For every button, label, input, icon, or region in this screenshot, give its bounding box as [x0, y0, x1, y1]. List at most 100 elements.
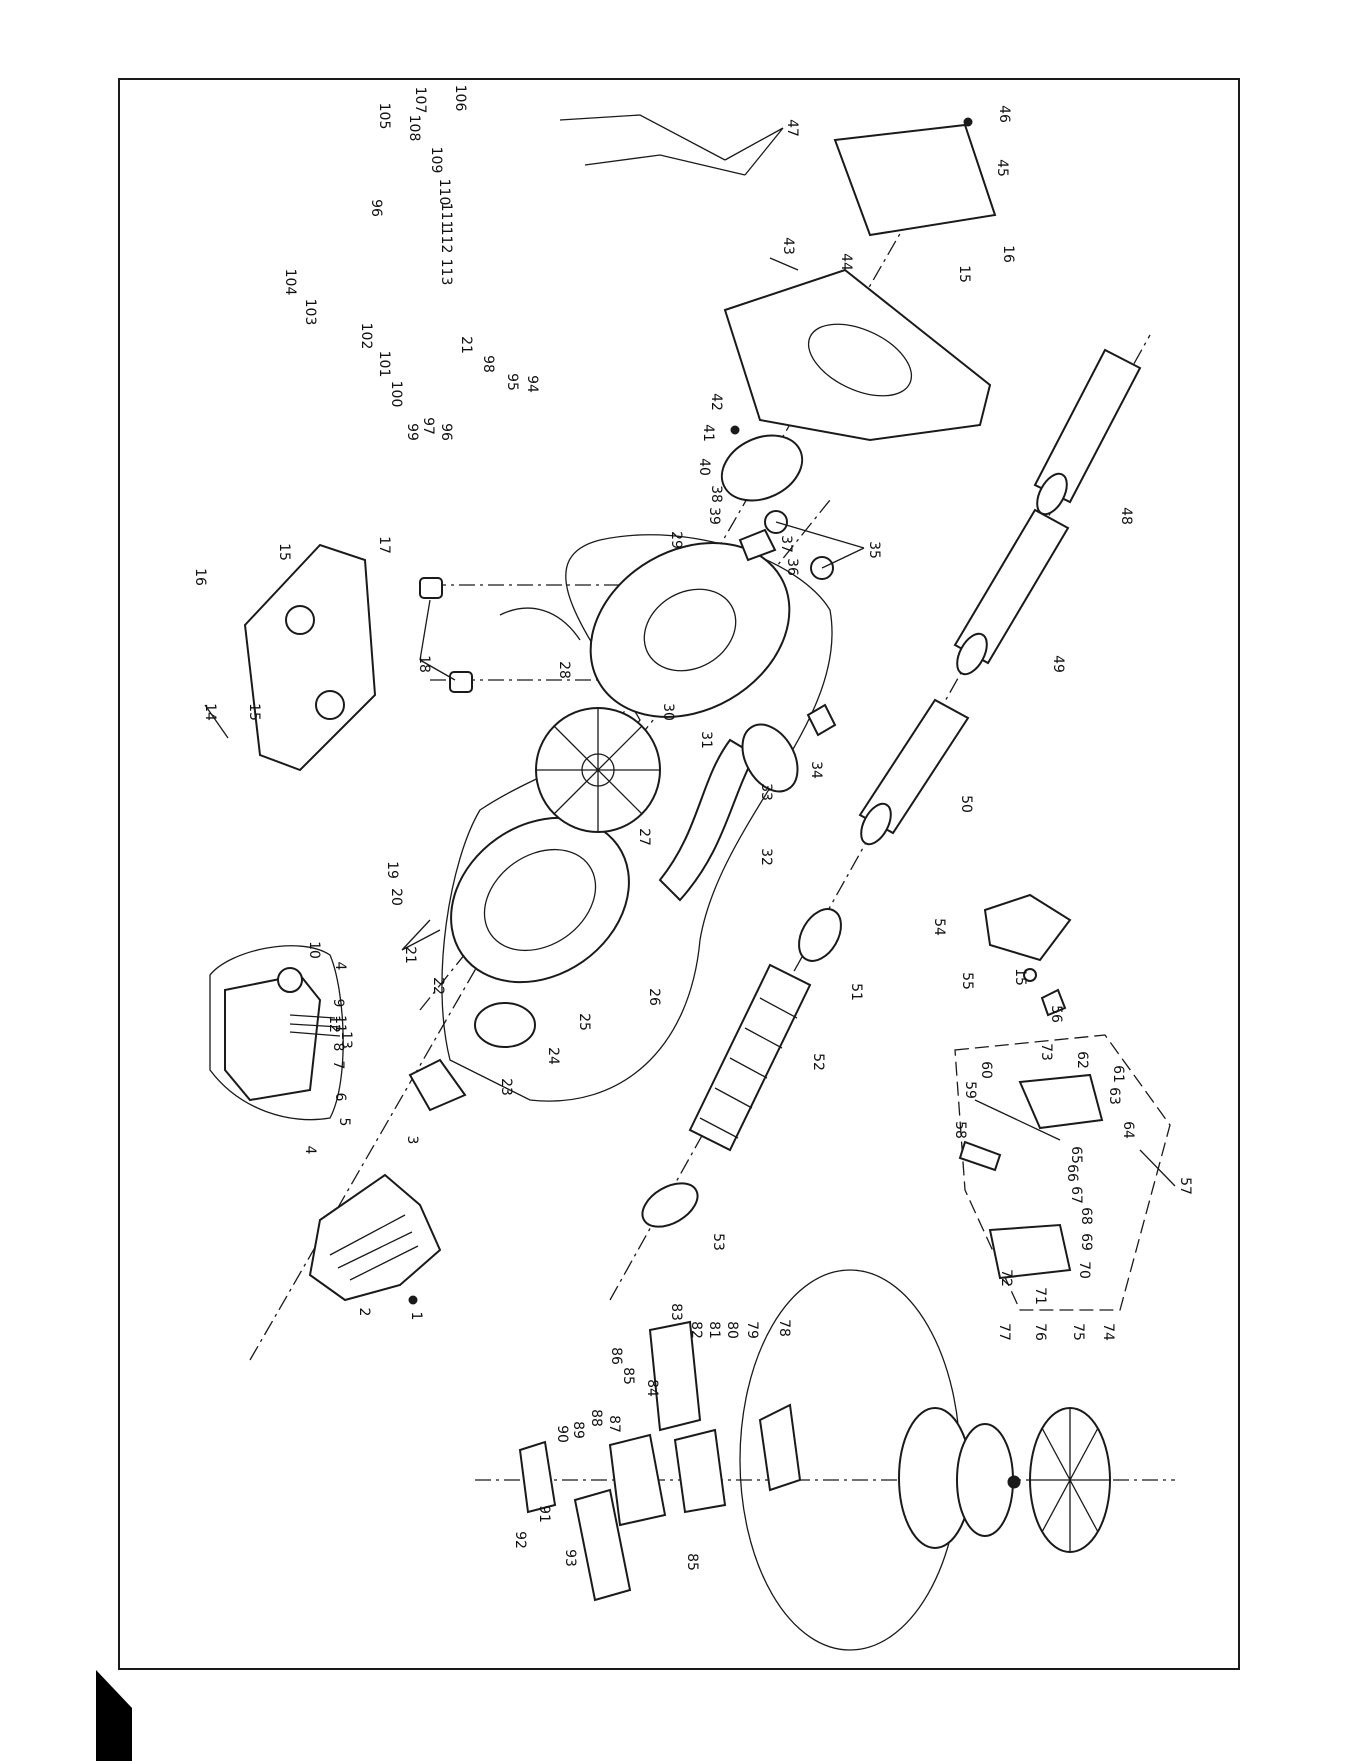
leader-21: [401, 919, 441, 951]
callout-c59: 59: [962, 1081, 978, 1099]
callout-c67: 67: [1068, 1186, 1084, 1204]
base-plate-hole-1: [285, 605, 315, 635]
callout-c26: 26: [646, 988, 662, 1006]
leader-lines: [401, 127, 1176, 1187]
callout-c51: 51: [848, 983, 864, 1001]
callout-c46: 46: [996, 105, 1012, 123]
ring-24-part: [474, 1002, 536, 1048]
callout-c33: 33: [758, 783, 774, 801]
callout-c57: 57: [1177, 1177, 1193, 1195]
callout-c30: 30: [660, 703, 676, 721]
cover-78-part: [758, 1403, 802, 1492]
callout-c106: 106: [452, 85, 468, 112]
motor-housing-inner: [643, 588, 737, 672]
screw-43-part: [769, 257, 799, 271]
callout-c76: 76: [1032, 1323, 1048, 1341]
callout-c87: 87: [606, 1415, 622, 1433]
callout-c112: 112: [438, 227, 454, 254]
back-cover-44-part: [723, 268, 992, 442]
fan-housing-inner: [483, 848, 597, 952]
callout-c28: 28: [556, 661, 572, 679]
rod-47b-part: [584, 154, 746, 176]
page-corner-tab: [96, 1670, 132, 1761]
callout-c1: 1: [408, 1312, 424, 1321]
callout-c4a: 4: [302, 1146, 318, 1155]
callout-c73: 73: [1038, 1043, 1054, 1061]
bellows-ribs: [699, 997, 798, 1139]
callout-c22: 22: [430, 977, 446, 995]
base-plate-hole-2: [315, 690, 345, 720]
grip-70-part: [988, 1223, 1072, 1280]
callout-c48: 48: [1118, 507, 1134, 525]
callout-c47: 47: [784, 119, 800, 137]
callout-c105: 105: [376, 103, 392, 130]
clip-34-part: [806, 703, 837, 737]
handle-82-part: [648, 1320, 702, 1432]
callout-c53: 53: [710, 1233, 726, 1251]
clamp-51-part: [798, 908, 842, 962]
plug-58-part: [958, 1140, 1002, 1172]
callout-c95: 95: [504, 373, 520, 391]
trigger-handle-part: [1018, 1073, 1104, 1130]
callout-c86: 86: [608, 1347, 624, 1365]
callout-c99: 99: [404, 423, 420, 441]
callout-c5: 5: [336, 1118, 352, 1127]
callout-c96b: 96: [368, 199, 384, 217]
tube-49-end: [956, 632, 988, 676]
latch-37-part: [738, 528, 777, 562]
callout-c66: 66: [1064, 1164, 1080, 1182]
clamp-53-part: [641, 1182, 699, 1228]
callout-c15c: 15: [1012, 968, 1028, 986]
callout-c97: 97: [420, 417, 436, 435]
callout-c52: 52: [810, 1053, 826, 1071]
tube-50-end: [860, 802, 892, 846]
callout-c91: 91: [536, 1505, 552, 1523]
callout-c7: 7: [330, 1061, 346, 1070]
mount-18a-part: [419, 577, 443, 599]
callout-c78: 78: [776, 1319, 792, 1337]
main-housing-outline: [441, 534, 833, 1102]
callout-c63: 63: [1106, 1087, 1122, 1105]
callout-c12: 12: [326, 1015, 342, 1033]
callout-c18: 18: [416, 655, 432, 673]
callout-c69: 69: [1078, 1233, 1094, 1251]
callout-c113: 113: [438, 259, 454, 286]
callout-c45: 45: [994, 159, 1010, 177]
callout-c20: 20: [388, 888, 404, 906]
cap-spokes: [1030, 1408, 1110, 1552]
fan-housing-26-part: [450, 816, 630, 984]
mount-18b-part: [449, 671, 473, 693]
callout-c54: 54: [931, 918, 947, 936]
bellows-52-part: [688, 963, 812, 1152]
callout-c92: 92: [512, 1531, 528, 1549]
callout-c23: 23: [498, 1078, 514, 1096]
latch-91-part: [518, 1440, 557, 1514]
screw-1-part: [408, 1295, 418, 1305]
back-cover-opening: [807, 323, 913, 397]
callout-c88: 88: [588, 1409, 604, 1427]
callout-c62: 62: [1074, 1051, 1090, 1069]
callout-c3: 3: [404, 1136, 420, 1145]
callout-c43: 43: [780, 237, 796, 255]
callout-c98: 98: [480, 355, 496, 373]
gasket-33-part: [741, 723, 799, 793]
nut-42-part: [730, 425, 740, 435]
callout-c6: 6: [332, 1093, 348, 1102]
callout-c94: 94: [524, 375, 540, 393]
callout-c71: 71: [1032, 1287, 1048, 1305]
callout-c24: 24: [545, 1047, 561, 1065]
callout-c101: 101: [376, 351, 392, 378]
handle-group-outline: [954, 1034, 1171, 1311]
callout-c90: 90: [554, 1425, 570, 1443]
callout-c13: 13: [338, 1031, 354, 1049]
callout-c4b: 4: [332, 962, 348, 971]
leader-18: [419, 599, 456, 681]
plate-45-part: [833, 123, 997, 237]
callout-c109: 109: [428, 147, 444, 174]
elbow-32-part: [658, 738, 757, 902]
callout-c56: 56: [1048, 1005, 1064, 1023]
callout-c35: 35: [866, 541, 882, 559]
callout-c111: 111: [438, 203, 454, 230]
callout-c2: 2: [356, 1308, 372, 1317]
bracket-3-part: [408, 1058, 467, 1112]
